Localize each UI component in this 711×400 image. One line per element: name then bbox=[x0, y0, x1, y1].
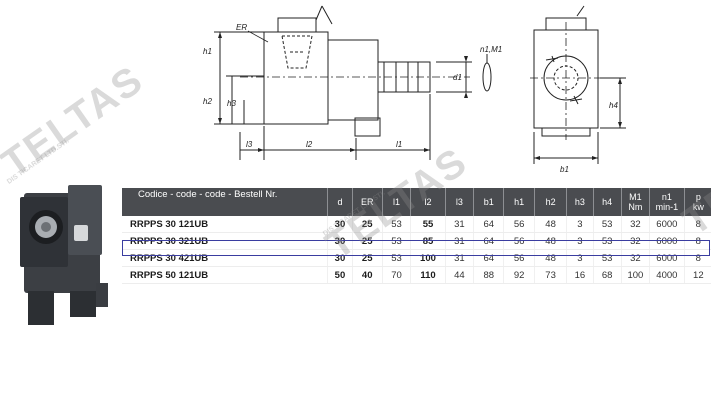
cell-n1: 6000 bbox=[649, 216, 685, 233]
table-row: RRPPS 50 121UB 50 40 70 110 44 88 92 73 … bbox=[122, 266, 711, 284]
cell-h4: 53 bbox=[592, 232, 622, 250]
table-row: RRPPS 30 121UB 30 25 53 55 31 64 56 48 3… bbox=[122, 216, 711, 233]
cell-m1: 32 bbox=[620, 232, 650, 250]
header-code: Codice - code - code - Bestell Nr. bbox=[122, 188, 328, 216]
cell-l3: 44 bbox=[444, 266, 474, 284]
cell-h4: 53 bbox=[592, 216, 622, 233]
cell-h3: 3 bbox=[566, 249, 593, 267]
table-row-highlighted: RRPPS 30 321UB 30 25 53 85 31 64 56 48 3… bbox=[122, 232, 711, 250]
header-h3: h3 bbox=[566, 188, 593, 216]
cell-n1: 6000 bbox=[649, 232, 685, 250]
cell-l1: 53 bbox=[381, 216, 411, 233]
cell-l2: 110 bbox=[410, 266, 446, 284]
cell-h3: 3 bbox=[566, 232, 593, 250]
label-h3: h3 bbox=[227, 99, 236, 108]
cell-n1: 4000 bbox=[649, 266, 685, 284]
cell-h1: 56 bbox=[503, 249, 535, 267]
cell-l3: 31 bbox=[444, 232, 474, 250]
technical-drawing: ER h1 h2 h3 l3 l2 l1 d1 n1,M1 h4 b1 bbox=[203, 5, 626, 174]
cell-h4: 53 bbox=[592, 249, 622, 267]
cell-b1: 64 bbox=[473, 249, 504, 267]
header-n1-unit: min-1 bbox=[655, 202, 679, 212]
cell-p: 8 bbox=[683, 249, 711, 267]
header-b1: b1 bbox=[473, 188, 504, 216]
label-nm: n1,M1 bbox=[480, 45, 502, 54]
cell-code: RRPPS 30 321UB bbox=[122, 232, 328, 250]
cell-p: 12 bbox=[683, 266, 711, 284]
header-p-unit: kw bbox=[692, 202, 704, 212]
cell-h3: 16 bbox=[566, 266, 593, 284]
header-er: ER bbox=[351, 188, 383, 216]
header-p-label: p bbox=[695, 192, 701, 202]
cell-h1: 56 bbox=[503, 232, 535, 250]
header-d: d bbox=[327, 188, 353, 216]
cell-d: 30 bbox=[327, 249, 353, 267]
cell-er: 40 bbox=[351, 266, 383, 284]
cell-l3: 31 bbox=[444, 249, 474, 267]
header-h4: h4 bbox=[592, 188, 622, 216]
header-n1-label: n1 bbox=[661, 192, 672, 202]
cell-l2: 55 bbox=[410, 216, 446, 233]
header-m1-unit: Nm bbox=[628, 202, 643, 212]
header-p: p kw bbox=[683, 188, 711, 216]
cell-m1: 32 bbox=[620, 216, 650, 233]
cell-code: RRPPS 30 121UB bbox=[122, 216, 328, 233]
cell-l3: 31 bbox=[444, 216, 474, 233]
cell-l1: 70 bbox=[381, 266, 411, 284]
label-h1: h1 bbox=[203, 47, 212, 56]
cell-l1: 53 bbox=[381, 249, 411, 267]
label-l1: l1 bbox=[396, 140, 402, 149]
table-header-row: Codice - code - code - Bestell Nr. d ER … bbox=[122, 188, 711, 216]
cell-m1: 100 bbox=[620, 266, 650, 284]
cell-n1: 6000 bbox=[649, 249, 685, 267]
cell-h2: 48 bbox=[533, 216, 567, 233]
header-m1: M1 Nm bbox=[620, 188, 650, 216]
cell-h2: 48 bbox=[533, 249, 567, 267]
cell-er: 25 bbox=[351, 216, 383, 233]
header-l1: l1 bbox=[381, 188, 411, 216]
cell-d: 30 bbox=[327, 216, 353, 233]
label-l3: l3 bbox=[246, 140, 253, 149]
cell-p: 8 bbox=[683, 232, 711, 250]
header-n1: n1 min-1 bbox=[649, 188, 685, 216]
cell-b1: 64 bbox=[473, 232, 504, 250]
cell-h2: 48 bbox=[533, 232, 567, 250]
cell-h2: 73 bbox=[533, 266, 567, 284]
header-h1: h1 bbox=[503, 188, 535, 216]
header-l2: l2 bbox=[410, 188, 446, 216]
label-l2: l2 bbox=[306, 140, 313, 149]
label-h2: h2 bbox=[203, 97, 212, 106]
spec-table: Codice - code - code - Bestell Nr. d ER … bbox=[122, 188, 711, 284]
cell-h4: 68 bbox=[592, 266, 622, 284]
cell-h1: 56 bbox=[503, 216, 535, 233]
label-er: ER bbox=[236, 23, 247, 32]
cell-m1: 32 bbox=[620, 249, 650, 267]
cell-h1: 92 bbox=[503, 266, 535, 284]
label-h4: h4 bbox=[609, 101, 618, 110]
table-row: RRPPS 30 421UB 30 25 53 100 31 64 56 48 … bbox=[122, 249, 711, 267]
cell-b1: 88 bbox=[473, 266, 504, 284]
header-m1-label: M1 bbox=[629, 192, 642, 202]
product-photo bbox=[20, 185, 108, 325]
header-h2: h2 bbox=[533, 188, 567, 216]
cell-d: 30 bbox=[327, 232, 353, 250]
cell-b1: 64 bbox=[473, 216, 504, 233]
cell-d: 50 bbox=[327, 266, 353, 284]
header-l3: l3 bbox=[444, 188, 474, 216]
cell-h3: 3 bbox=[566, 216, 593, 233]
cell-l2: 85 bbox=[410, 232, 446, 250]
cell-p: 8 bbox=[683, 216, 711, 233]
cell-l2: 100 bbox=[410, 249, 446, 267]
cell-code: RRPPS 30 421UB bbox=[122, 249, 328, 267]
cell-er: 25 bbox=[351, 232, 383, 250]
cell-l1: 53 bbox=[381, 232, 411, 250]
cell-er: 25 bbox=[351, 249, 383, 267]
label-b1: b1 bbox=[560, 165, 569, 174]
cell-code: RRPPS 50 121UB bbox=[122, 266, 328, 284]
label-d1: d1 bbox=[453, 73, 462, 82]
